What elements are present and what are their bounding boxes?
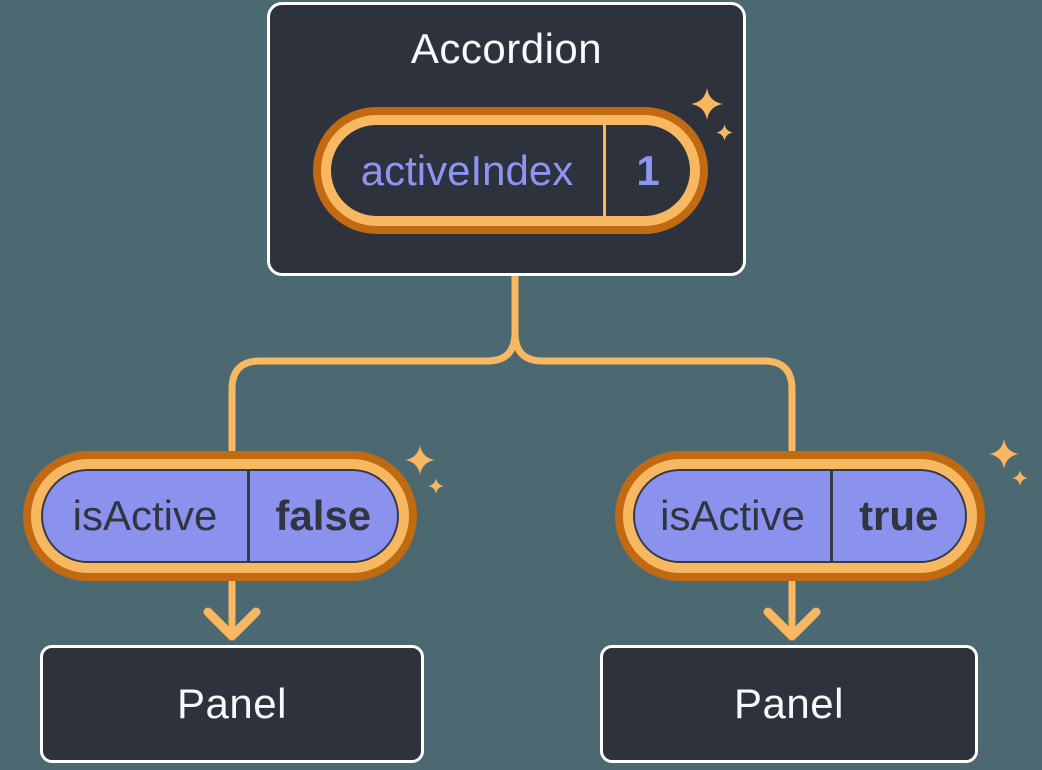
prop-pill-name: isActive bbox=[72, 492, 218, 539]
prop-pill-core: isActive false bbox=[41, 469, 399, 563]
state-pill: activeIndex 1 bbox=[313, 107, 708, 234]
panel-card-left: Panel bbox=[40, 645, 424, 763]
prop-pill-ring: isActive false bbox=[31, 459, 409, 573]
state-pill-ring: activeIndex 1 bbox=[321, 115, 700, 226]
state-pill-divider bbox=[603, 125, 606, 216]
panel-label: Panel bbox=[734, 680, 844, 727]
prop-pill-value: false bbox=[275, 492, 372, 539]
prop-pill-core: isActive true bbox=[633, 469, 967, 563]
sparkle-icon bbox=[428, 478, 444, 494]
prop-pill-isactive-left: isActive false bbox=[23, 451, 417, 581]
panel-label: Panel bbox=[177, 680, 287, 727]
sparkle-icon bbox=[716, 124, 733, 141]
arrow-down-icon bbox=[763, 607, 821, 641]
prop-pill-divider bbox=[247, 471, 250, 561]
prop-pill-ring: isActive true bbox=[623, 459, 977, 573]
sparkle-icon bbox=[1012, 470, 1028, 486]
state-pill-name: activeIndex bbox=[360, 146, 574, 194]
state-pill-value: 1 bbox=[636, 146, 660, 194]
sparkle-icon bbox=[405, 445, 435, 475]
state-pill-core: activeIndex 1 bbox=[331, 125, 690, 216]
accordion-card: Accordion activeIndex 1 bbox=[267, 2, 746, 276]
branch-line-right bbox=[511, 276, 796, 630]
sparkle-icon bbox=[691, 88, 723, 120]
sparkle-icon bbox=[989, 439, 1019, 469]
accordion-title: Accordion bbox=[410, 25, 603, 72]
arrow-down-icon bbox=[203, 607, 261, 641]
prop-pill-isactive-right: isActive true bbox=[615, 451, 985, 581]
panel-card-right: Panel bbox=[600, 645, 978, 763]
prop-pill-divider bbox=[830, 471, 833, 561]
prop-pill-name: isActive bbox=[660, 492, 805, 539]
prop-pill-value: true bbox=[859, 492, 939, 539]
